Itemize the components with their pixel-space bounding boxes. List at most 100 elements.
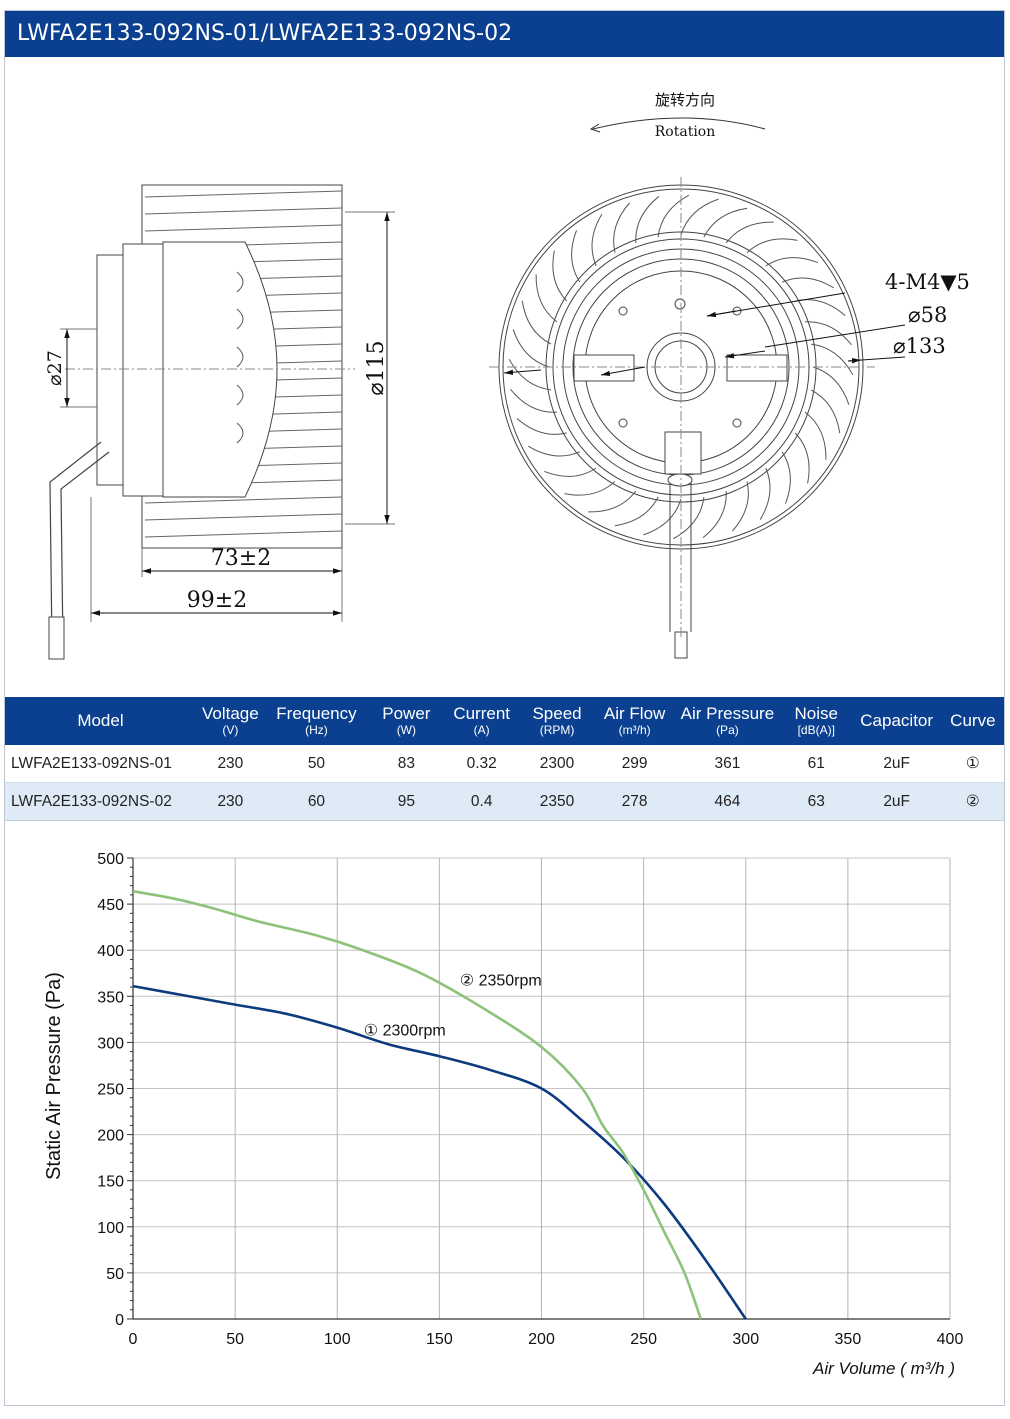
impeller-fin xyxy=(144,190,343,198)
y-tick-label: 300 xyxy=(97,1035,124,1052)
mount-hole xyxy=(732,306,742,316)
table-cell: 2300 xyxy=(518,745,596,783)
vent-slot xyxy=(236,271,244,293)
vent-slot xyxy=(236,308,244,330)
impeller-blade xyxy=(680,198,719,236)
y-tick-label: 50 xyxy=(106,1266,124,1283)
impeller-fin xyxy=(144,513,343,521)
motor-vent-slots xyxy=(236,271,244,444)
x-tick-label: 400 xyxy=(937,1331,964,1348)
column-header-label: Voltage xyxy=(202,703,259,723)
impeller-blade xyxy=(746,238,798,254)
column-header-label: Model xyxy=(77,711,124,730)
impeller-blade xyxy=(794,432,810,484)
mount-hole xyxy=(732,418,742,428)
column-header-unit: (Pa) xyxy=(716,722,739,737)
x-tick-label: 200 xyxy=(528,1331,555,1348)
table-cell: 464 xyxy=(673,782,781,821)
x-tick-label: 300 xyxy=(732,1331,759,1348)
x-tick-label: 100 xyxy=(324,1331,351,1348)
ground-icon xyxy=(674,298,686,310)
technical-drawing: ⌀27 ⌀115 73±2 99±2 xyxy=(5,57,1004,697)
table-cell: 2uF xyxy=(851,782,942,821)
table-cell: 2350 xyxy=(518,782,596,821)
mount-tab-right xyxy=(726,354,788,382)
y-tick-label: 450 xyxy=(97,897,124,914)
y-tick-label: 250 xyxy=(97,1082,124,1099)
column-header-unit: (V) xyxy=(222,722,239,737)
impeller-blades xyxy=(508,194,854,540)
column-header: Speed(RPM) xyxy=(518,697,596,745)
column-header-unit: (RPM) xyxy=(539,722,575,737)
impeller-fin xyxy=(144,496,343,504)
column-header: Power(W) xyxy=(368,697,445,745)
side-view xyxy=(48,184,395,660)
mount-hole xyxy=(618,306,628,316)
cable-connector xyxy=(48,616,65,660)
impeller-blade xyxy=(528,445,581,457)
impeller-blade xyxy=(765,257,818,267)
cable-exit xyxy=(664,431,702,475)
impeller-blade xyxy=(732,481,749,532)
column-header-label: Curve xyxy=(950,711,996,730)
x-axis-label: Air Volume ( m³/h ) xyxy=(812,1359,955,1378)
column-header: Frequency(Hz) xyxy=(264,697,369,745)
impeller-blade xyxy=(591,214,603,267)
table-cell: 230 xyxy=(195,745,265,783)
column-header-unit: (W) xyxy=(396,722,417,737)
impeller-blade xyxy=(805,321,852,346)
impeller-blade xyxy=(535,274,558,323)
impeller-blade xyxy=(725,221,774,244)
column-header-label: Power xyxy=(382,703,431,723)
dim-width-inner-label: 73±2 xyxy=(211,546,271,571)
column-header-label: Capacitor xyxy=(860,711,934,730)
y-tick-label: 100 xyxy=(97,1220,124,1237)
table-cell: 0.4 xyxy=(444,782,519,821)
x-tick-label: 250 xyxy=(630,1331,657,1348)
column-header: Noise[dB(A)] xyxy=(780,697,852,745)
column-header-label: Air Flow xyxy=(603,703,666,723)
impeller-blade xyxy=(516,418,567,435)
impeller-blade xyxy=(812,366,850,405)
impeller-blade xyxy=(564,480,616,496)
front-view xyxy=(489,117,906,659)
column-header-unit: [dB(A)] xyxy=(797,722,835,737)
dim-width-outer-label: 99±2 xyxy=(187,588,247,613)
impeller-blade xyxy=(781,451,791,504)
impeller-blade xyxy=(702,491,727,538)
dim-height-label: ⌀115 xyxy=(364,340,389,395)
dim-bolt-circle-label: ⌀58 xyxy=(908,303,947,327)
impeller-blade xyxy=(614,496,659,527)
impeller-fin xyxy=(144,530,343,538)
impeller-blade xyxy=(804,411,827,460)
table-cell: 299 xyxy=(595,745,674,783)
y-tick-label: 500 xyxy=(97,851,124,868)
dim-holes-label: 4-M4▼5 xyxy=(885,270,970,294)
impeller-blade xyxy=(613,202,630,253)
column-header: Voltage(V) xyxy=(195,697,265,745)
page-frame xyxy=(4,10,1005,1406)
impeller-blade xyxy=(672,496,705,540)
column-header-label: Air Pressure xyxy=(680,703,775,723)
series-line-2 xyxy=(132,889,703,1320)
y-tick-label: 400 xyxy=(97,943,124,960)
vent-slot xyxy=(236,346,244,368)
y-tick-label: 350 xyxy=(97,989,124,1006)
vent-slot xyxy=(236,384,244,406)
column-header-label: Noise xyxy=(794,703,838,723)
y-tick-label: 0 xyxy=(115,1312,124,1329)
impeller-blade xyxy=(508,358,552,391)
series-line-1 xyxy=(132,984,747,1320)
impeller-blade xyxy=(703,207,748,238)
table-cell: 83 xyxy=(368,745,445,783)
x-tick-label: 0 xyxy=(129,1331,138,1348)
mount-hole xyxy=(618,418,628,428)
table-cell: 61 xyxy=(780,745,852,783)
impeller-blade xyxy=(657,194,690,238)
vent-slot xyxy=(236,422,244,444)
impeller-blade xyxy=(759,467,771,520)
